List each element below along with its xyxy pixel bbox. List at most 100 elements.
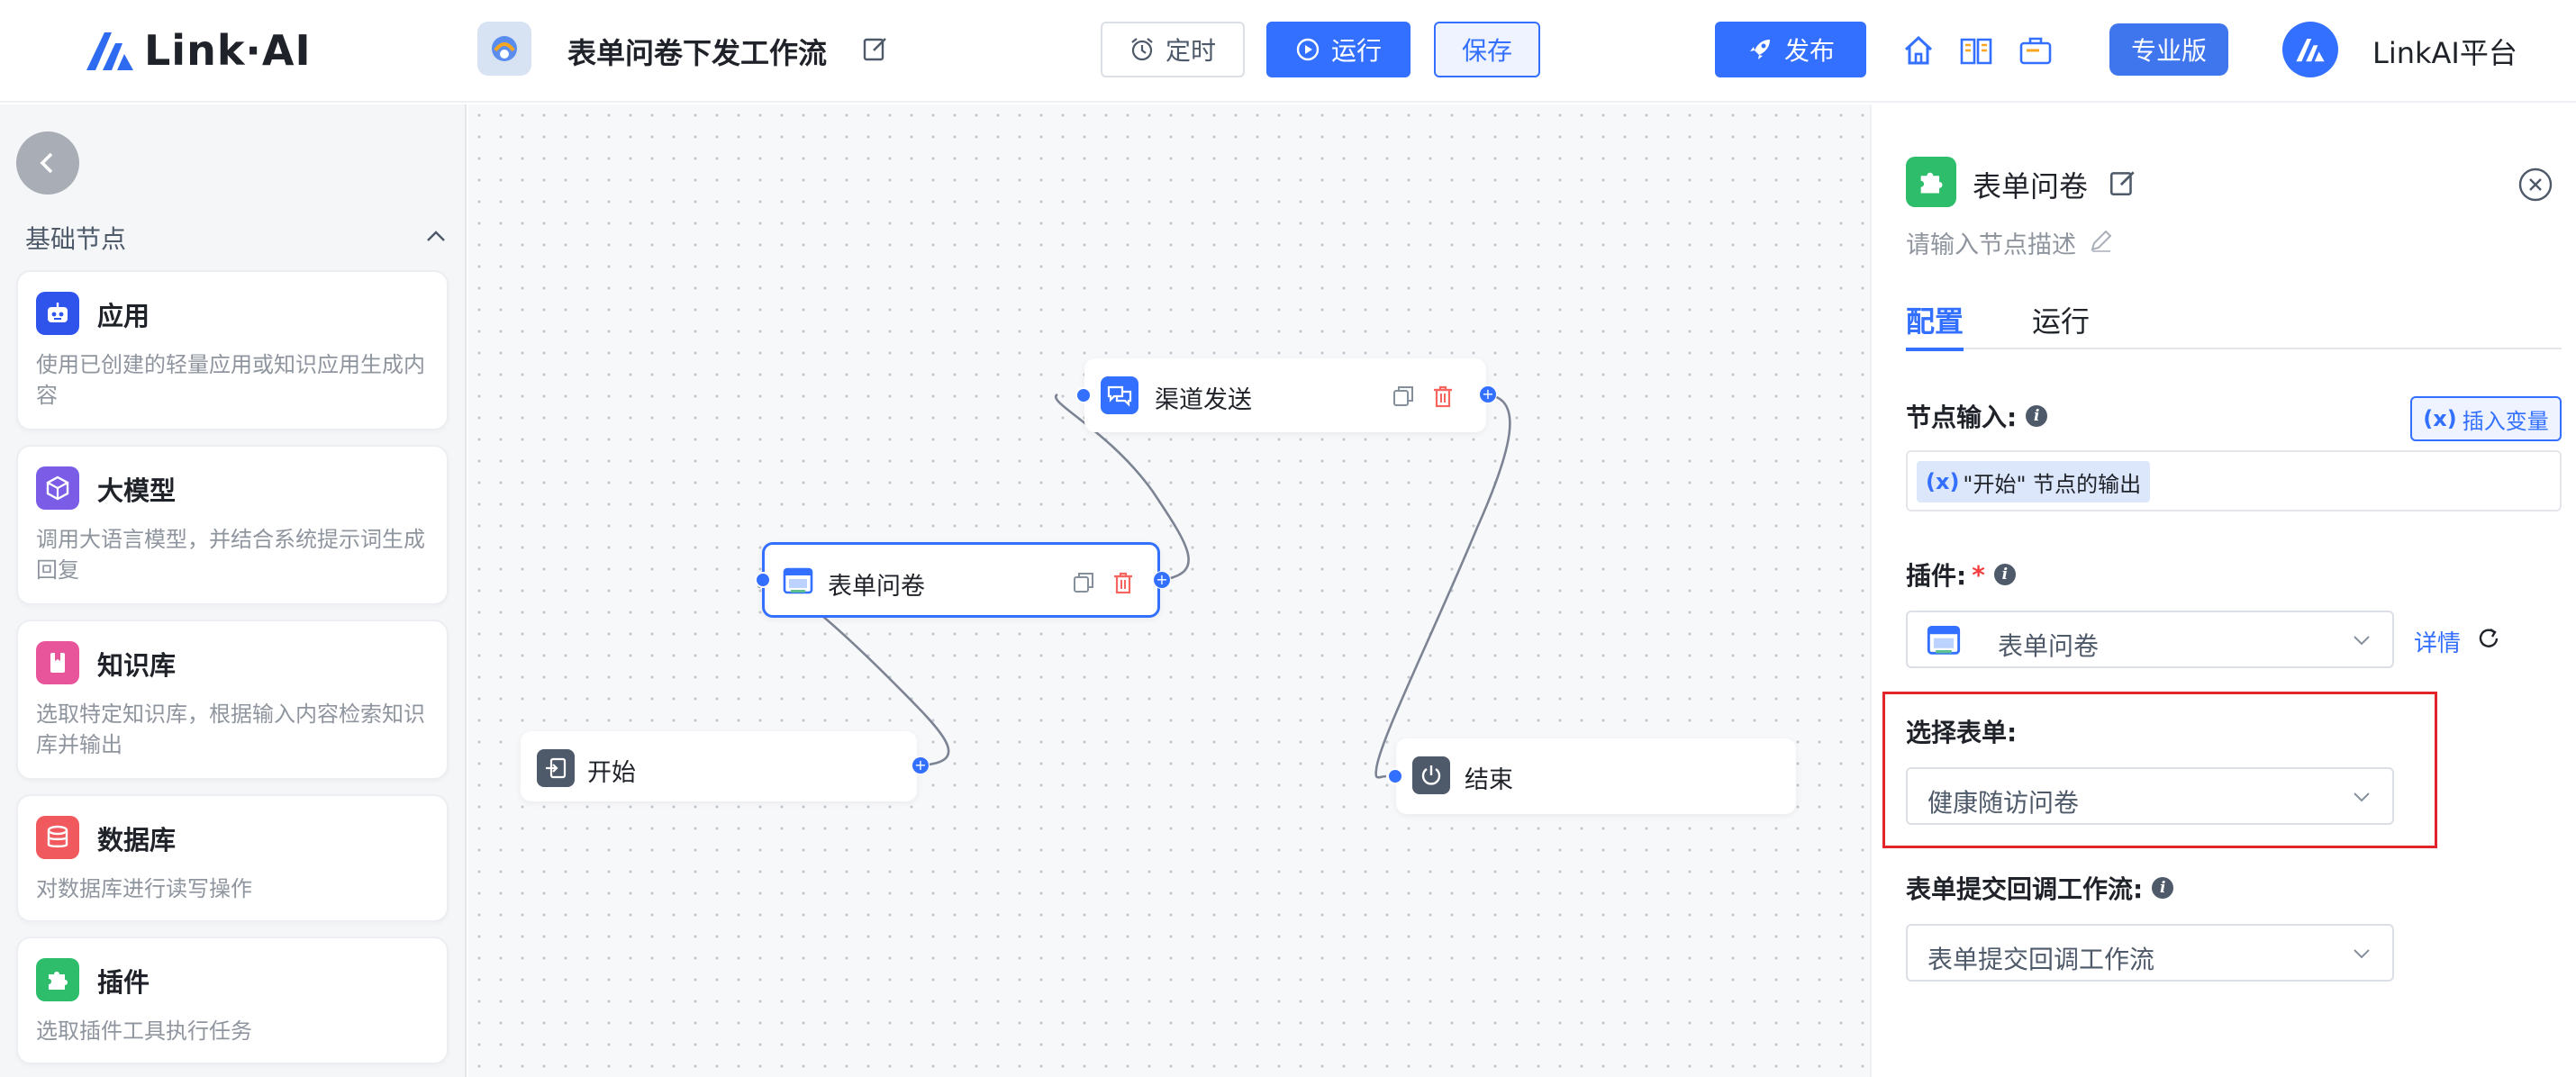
node-library-sidebar: 基础节点 应用 使用已创建的轻量应用或知识应用生成内容 大模型 调用大语言模型，… <box>0 104 467 1077</box>
publish-button[interactable]: 发布 <box>1715 22 1866 77</box>
add-node-port[interactable]: + <box>912 756 930 774</box>
puzzle-icon <box>1906 157 1956 207</box>
node-card-knowledge[interactable]: 知识库 选取特定知识库，根据输入内容检索知识库并输出 <box>16 620 449 780</box>
node-card-desc: 使用已创建的轻量应用或知识应用生成内容 <box>36 352 425 408</box>
platform-name[interactable]: LinkAI平台 <box>2372 36 2517 70</box>
close-icon[interactable] <box>2517 166 2554 204</box>
node-card-title: 数据库 <box>97 825 177 855</box>
chevron-down-icon <box>2354 636 2370 646</box>
robot-icon <box>36 292 79 335</box>
edge-form-to-channel <box>1054 393 1190 582</box>
node-card-llm[interactable]: 大模型 调用大语言模型，并结合系统提示词生成回复 <box>16 445 449 605</box>
node-card-app[interactable]: 应用 使用已创建的轻量应用或知识应用生成内容 <box>16 270 449 430</box>
node-description-input[interactable]: 请输入节点描述 <box>1906 231 2076 259</box>
node-card-desc: 调用大语言模型，并结合系统提示词生成回复 <box>36 527 425 583</box>
edit-name-icon[interactable] <box>2108 167 2138 198</box>
run-label: 运行 <box>1330 36 1382 66</box>
node-card-desc: 选取插件工具执行任务 <box>36 1018 252 1044</box>
pencil-icon[interactable] <box>2088 227 2115 254</box>
info-icon[interactable]: i <box>2152 877 2174 899</box>
variable-tag-text: "开始" 节点的输出 <box>1963 471 2142 497</box>
node-card-title: 知识库 <box>97 650 177 681</box>
copy-icon[interactable] <box>1391 384 1416 409</box>
node-start[interactable]: 开始 <box>521 731 917 801</box>
node-card-title: 插件 <box>97 967 150 998</box>
enter-icon <box>537 749 575 787</box>
node-card-title: 大模型 <box>97 475 177 506</box>
info-icon[interactable]: i <box>1993 564 2016 585</box>
save-button[interactable]: 保存 <box>1434 22 1540 77</box>
run-button[interactable]: 运行 <box>1266 22 1410 77</box>
callback-workflow-value: 表单提交回调工作流 <box>1927 945 2155 974</box>
node-label: 结束 <box>1465 766 1513 794</box>
workflow-avatar-icon <box>477 22 531 76</box>
workflow-title: 表单问卷下发工作流 <box>567 36 828 70</box>
callback-workflow-label-text: 表单提交回调工作流: <box>1906 874 2144 904</box>
plugin-select[interactable]: 表单问卷 <box>1906 611 2394 668</box>
timer-button[interactable]: 定时 <box>1101 22 1245 77</box>
alarm-clock-icon <box>1131 38 1153 61</box>
add-node-port[interactable]: + <box>1153 571 1171 589</box>
node-end[interactable]: 结束 <box>1396 738 1796 814</box>
brand-name: Link·AI <box>144 26 312 75</box>
input-port[interactable] <box>1387 768 1403 784</box>
power-icon <box>1412 756 1450 794</box>
book-icon[interactable] <box>1958 32 1994 68</box>
chat-bubbles-icon <box>1101 376 1138 414</box>
node-card-desc: 选取特定知识库，根据输入内容检索知识库并输出 <box>36 701 425 757</box>
node-config-panel: 表单问卷 请输入节点描述 配置 运行 节点输入: i (x) 插入变量 (x) … <box>1870 104 2576 1077</box>
info-icon[interactable]: i <box>2026 405 2048 427</box>
edge-layer <box>757 393 1511 779</box>
plugin-select-value: 表单问卷 <box>1998 631 2100 661</box>
add-node-port[interactable]: + <box>1479 385 1497 403</box>
form-select-label: 选择表单: <box>1906 713 2017 749</box>
variable-icon: (x) <box>2423 406 2457 431</box>
delete-icon[interactable] <box>1430 384 1456 409</box>
home-icon[interactable] <box>1900 32 1937 68</box>
tab-config[interactable]: 配置 <box>1906 299 1964 351</box>
copy-icon[interactable] <box>1071 570 1096 595</box>
form-window-icon <box>779 563 817 601</box>
rocket-icon <box>1749 40 1770 59</box>
delete-icon[interactable] <box>1111 570 1136 595</box>
form-select-label-text: 选择表单: <box>1906 718 2018 747</box>
book-bookmark-icon <box>36 641 79 684</box>
form-select[interactable]: 健康随访问卷 <box>1906 767 2394 825</box>
user-avatar[interactable] <box>2282 22 2338 77</box>
node-card-database[interactable]: 数据库 对数据库进行读写操作 <box>16 794 449 922</box>
refresh-icon[interactable] <box>2475 625 2502 652</box>
node-card-title: 应用 <box>97 301 150 331</box>
form-select-value: 健康随访问卷 <box>1927 788 2080 818</box>
variable-tag[interactable]: (x) "开始" 节点的输出 <box>1917 461 2151 502</box>
briefcase-icon[interactable] <box>2018 32 2054 68</box>
puzzle-icon <box>36 958 79 1001</box>
node-input-field[interactable]: (x) "开始" 节点的输出 <box>1906 450 2562 511</box>
back-button[interactable] <box>16 131 79 195</box>
pro-version-badge[interactable]: 专业版 <box>2109 23 2228 76</box>
chevron-up-icon[interactable] <box>423 223 449 249</box>
brand-logo[interactable]: Link·AI <box>83 23 312 77</box>
node-label: 渠道发送 <box>1155 386 1252 414</box>
node-input-label-text: 节点输入: <box>1906 403 2018 432</box>
linkai-avatar-icon <box>2296 39 2325 62</box>
database-icon <box>36 816 79 859</box>
save-label: 保存 <box>1461 36 1512 66</box>
plugin-detail-link[interactable]: 详情 <box>2414 630 2462 657</box>
top-header: Link·AI 表单问卷下发工作流 定时 运行 保存 发布 专业版 LinkAI… <box>0 0 2576 103</box>
node-channel-send[interactable]: 渠道发送 <box>1084 358 1486 432</box>
insert-variable-button[interactable]: (x) 插入变量 <box>2410 396 2562 441</box>
insert-variable-label: 插入变量 <box>2462 408 2549 434</box>
workflow-canvas[interactable]: 开始 + 表单问卷 + 渠道发送 + 结束 <box>468 104 1870 1077</box>
tab-run[interactable]: 运行 <box>2032 304 2091 339</box>
callback-workflow-select[interactable]: 表单提交回调工作流 <box>1906 924 2394 982</box>
form-window-icon <box>1927 626 1961 655</box>
edit-title-icon[interactable] <box>861 34 890 63</box>
input-port[interactable] <box>755 572 771 588</box>
linkai-logo-icon <box>86 32 133 70</box>
panel-title: 表单问卷 <box>1973 169 2089 204</box>
node-form-survey[interactable]: 表单问卷 <box>762 542 1160 618</box>
input-port[interactable] <box>1075 387 1092 403</box>
cube-icon <box>36 466 79 510</box>
publish-label: 发布 <box>1783 36 1835 66</box>
node-card-plugin[interactable]: 插件 选取插件工具执行任务 <box>16 937 449 1064</box>
